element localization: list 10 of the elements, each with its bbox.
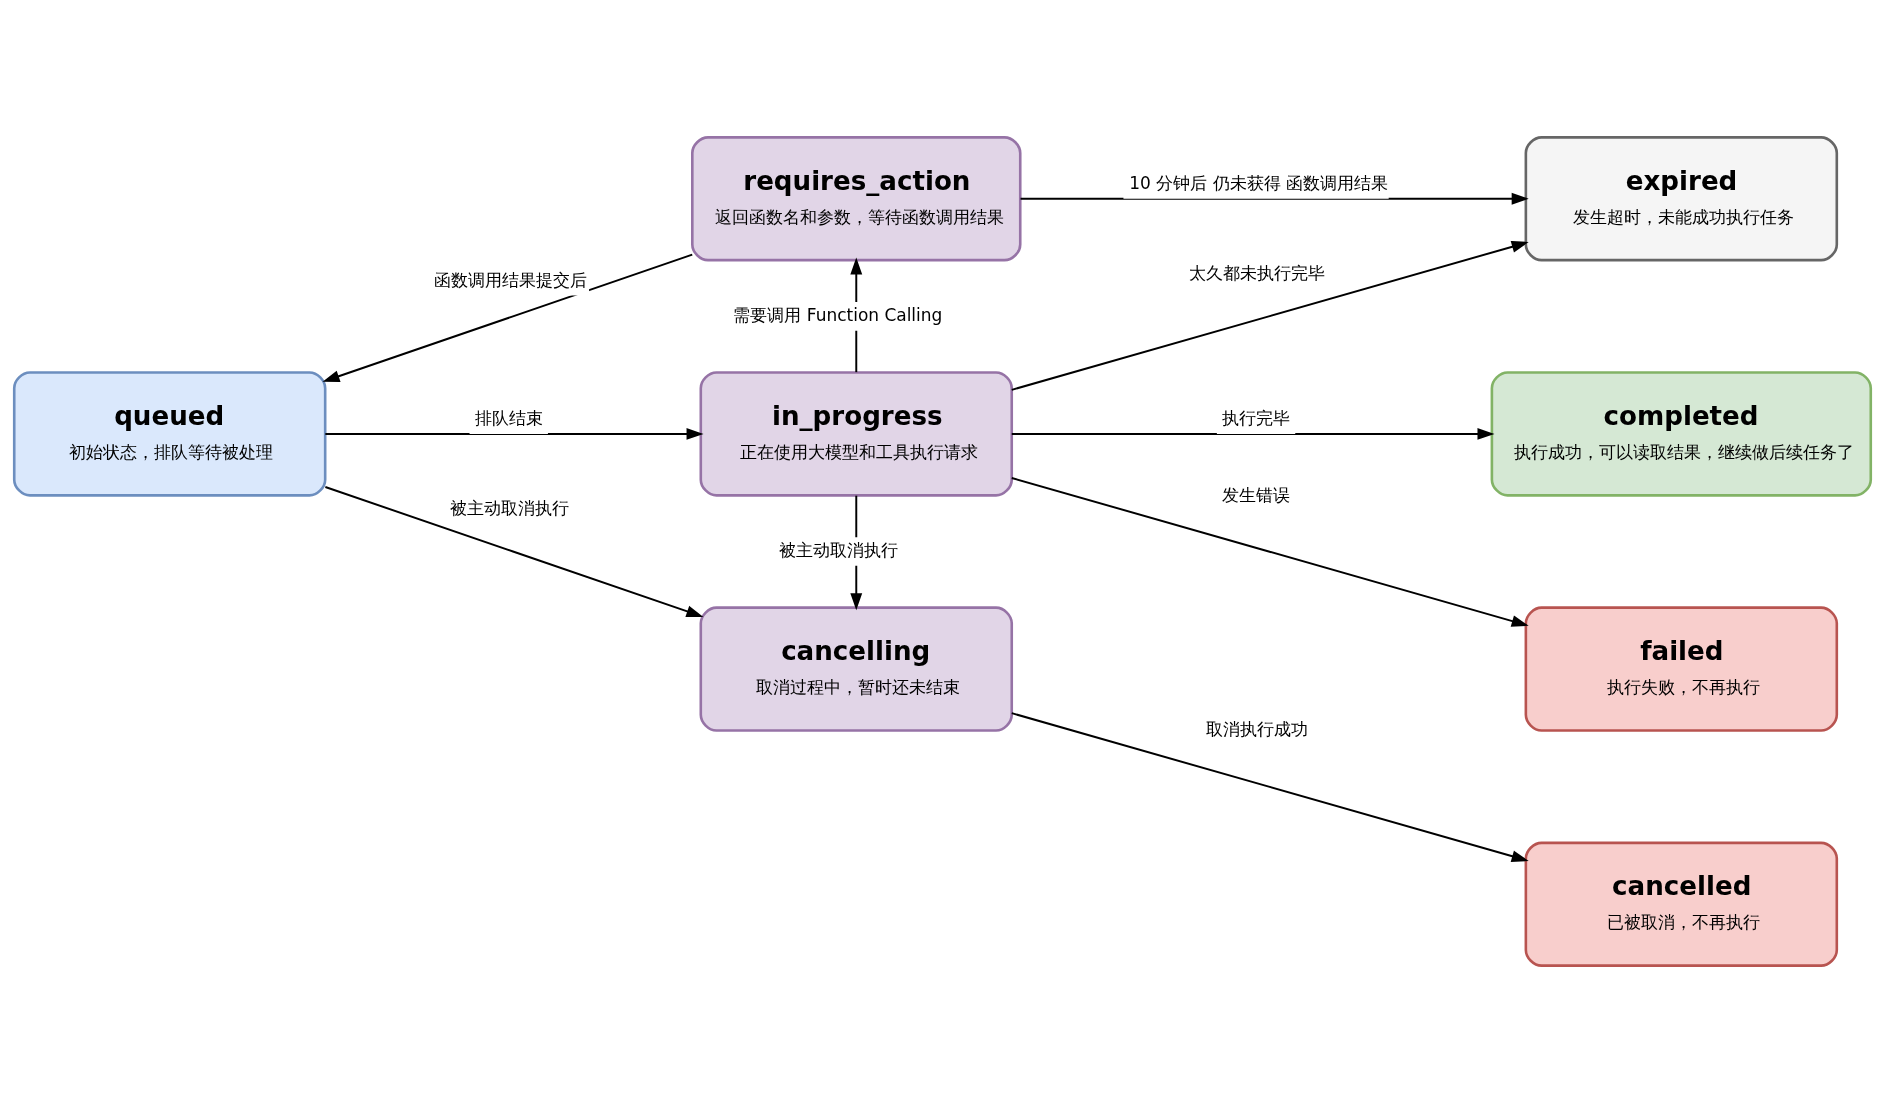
edge-label: 排队结束 <box>474 407 543 428</box>
edge-label: 太久都未执行完毕 <box>1188 262 1325 283</box>
edge-label: 被主动取消执行 <box>778 539 898 560</box>
edge-label: 取消执行成功 <box>1205 718 1308 739</box>
edge-label: 10 分钟后 仍未获得 函数调用结果 <box>1128 172 1388 193</box>
edge-label: 函数调用结果提交后 <box>433 268 587 289</box>
edge-label: 执行完毕 <box>1221 407 1290 428</box>
edge-label: 被主动取消执行 <box>449 497 569 518</box>
edge-label: 发生错误 <box>1221 484 1290 505</box>
edge-label: 需要调用 Function Calling <box>732 304 942 325</box>
